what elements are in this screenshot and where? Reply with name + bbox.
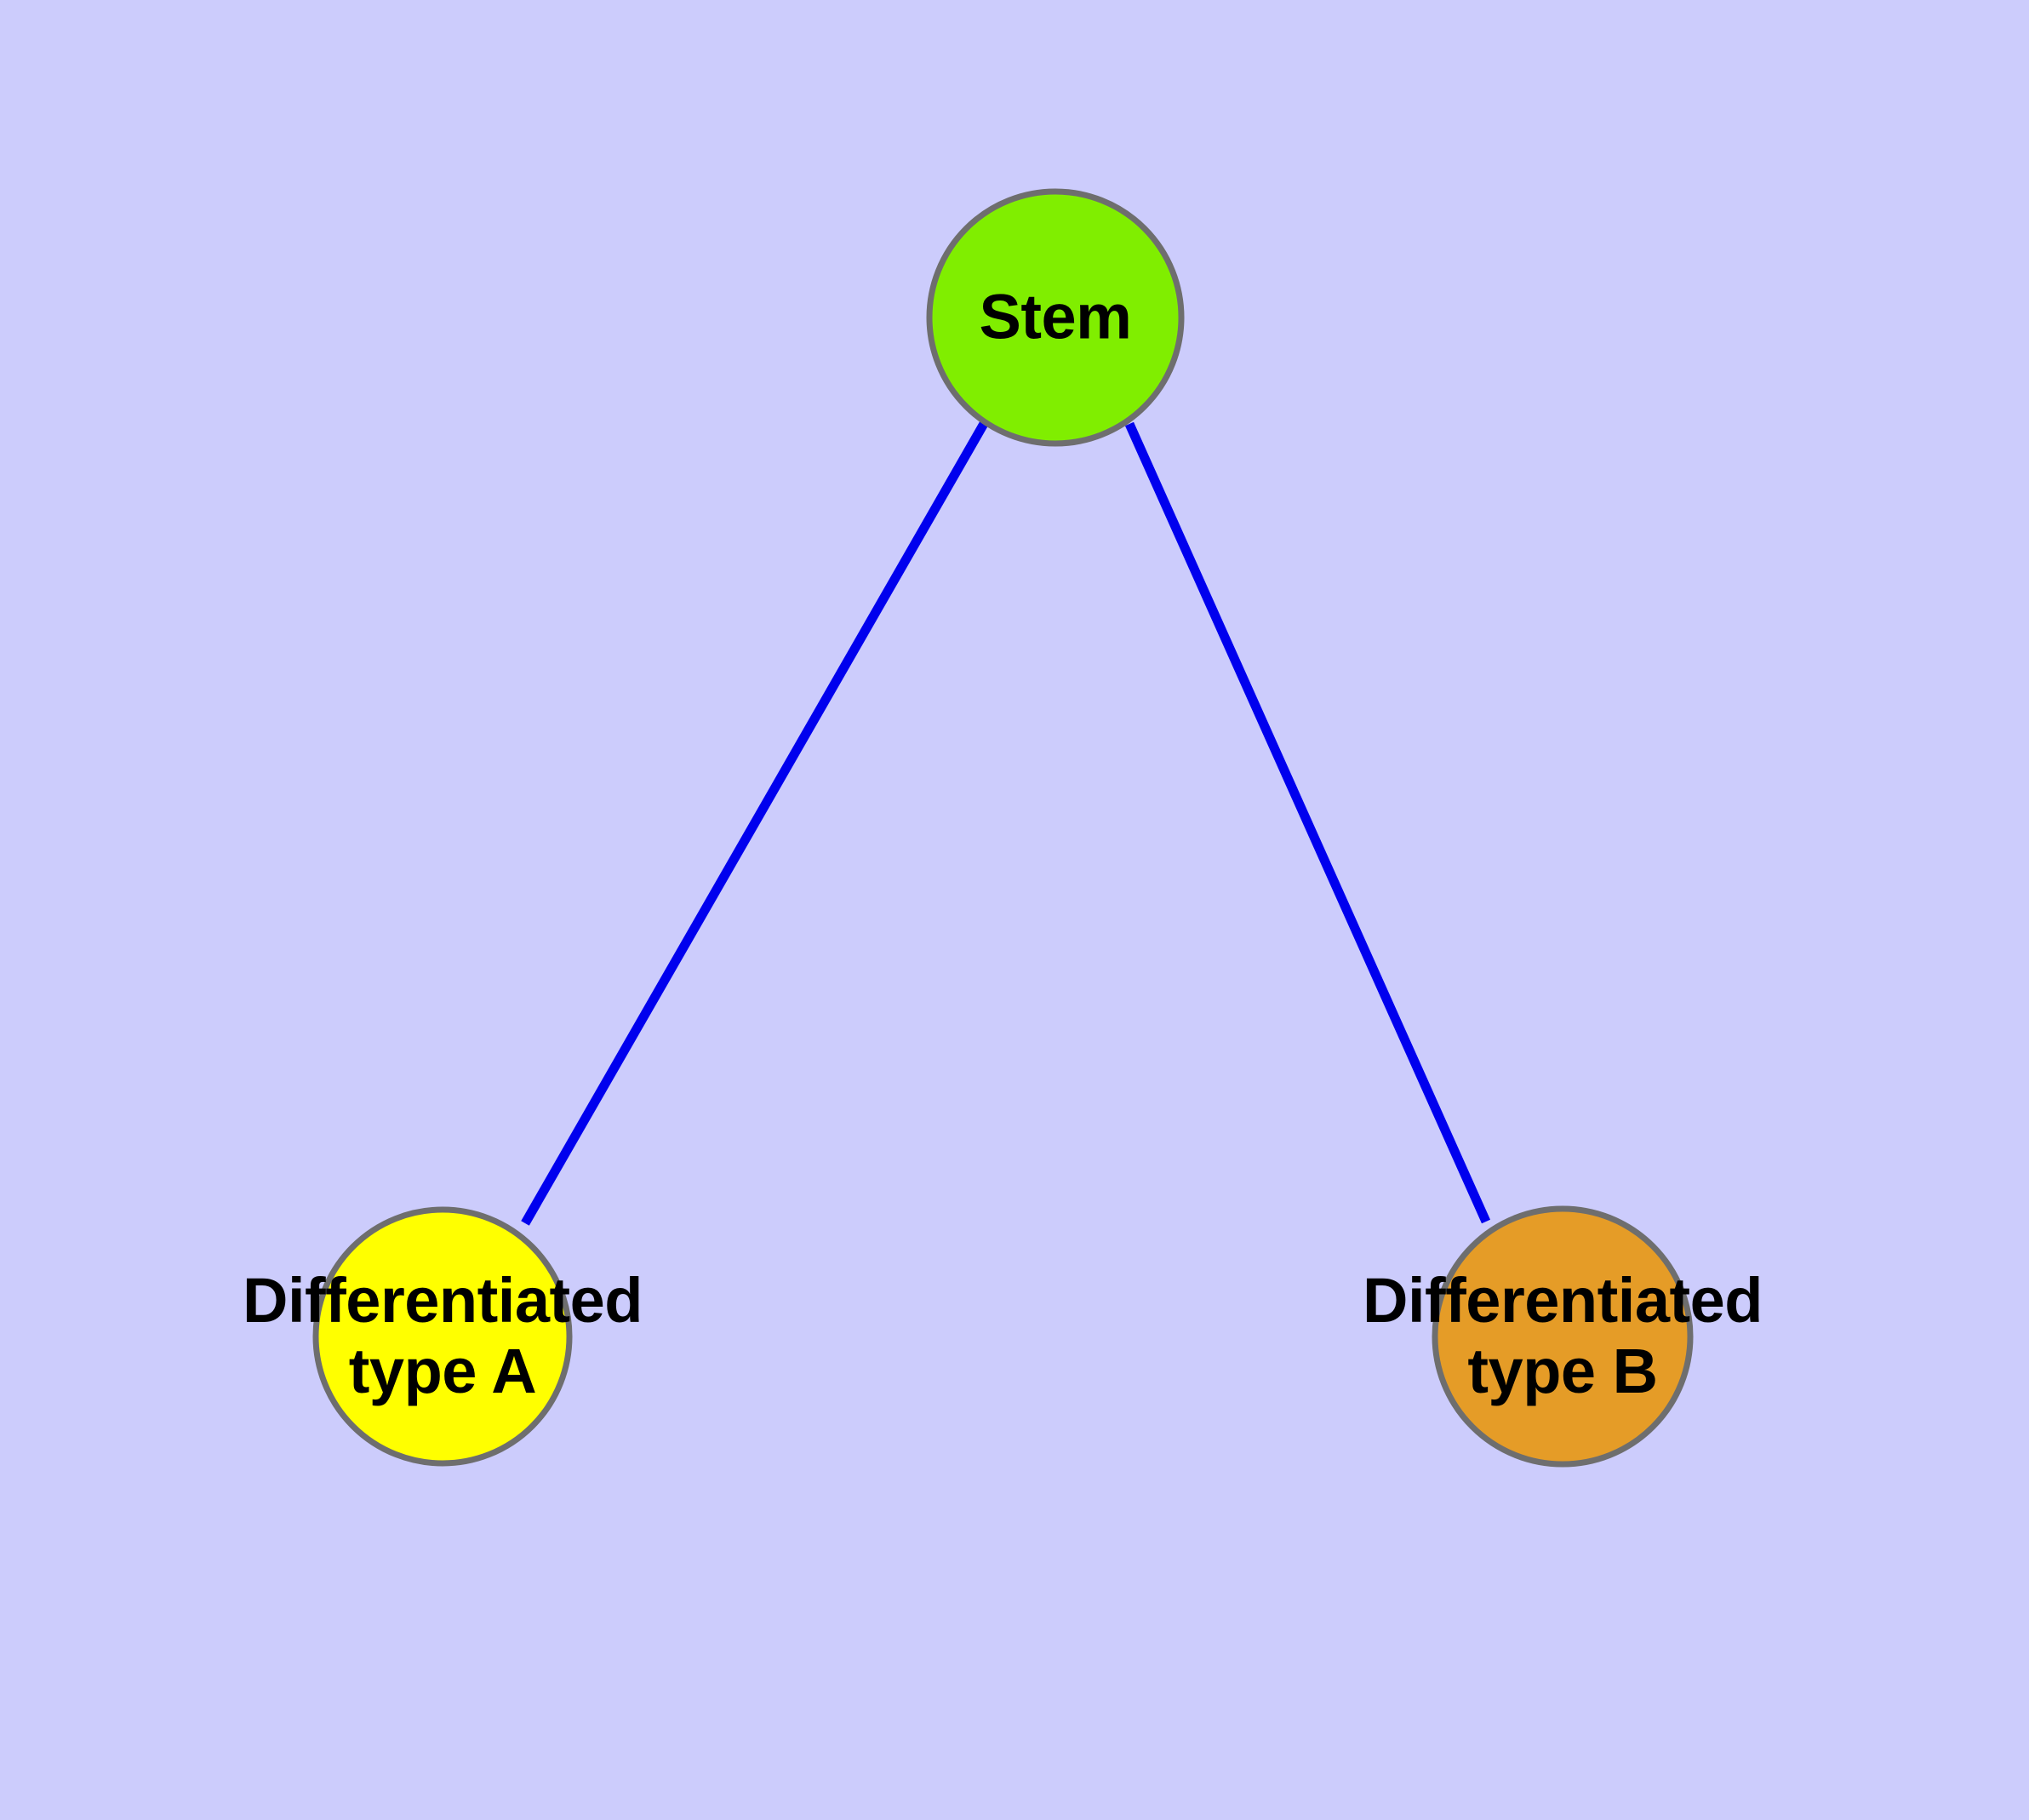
node-differentiated-b-circle[interactable] bbox=[1432, 1205, 1694, 1468]
edge-stem-to-differentiated-a[interactable] bbox=[521, 420, 989, 1226]
edge-stem-to-differentiated-b[interactable] bbox=[1124, 421, 1491, 1224]
node-differentiated-a-circle[interactable] bbox=[312, 1206, 573, 1467]
node-layer bbox=[312, 188, 1694, 1468]
edge-layer bbox=[521, 420, 1491, 1226]
node-stem-circle[interactable] bbox=[926, 188, 1185, 447]
